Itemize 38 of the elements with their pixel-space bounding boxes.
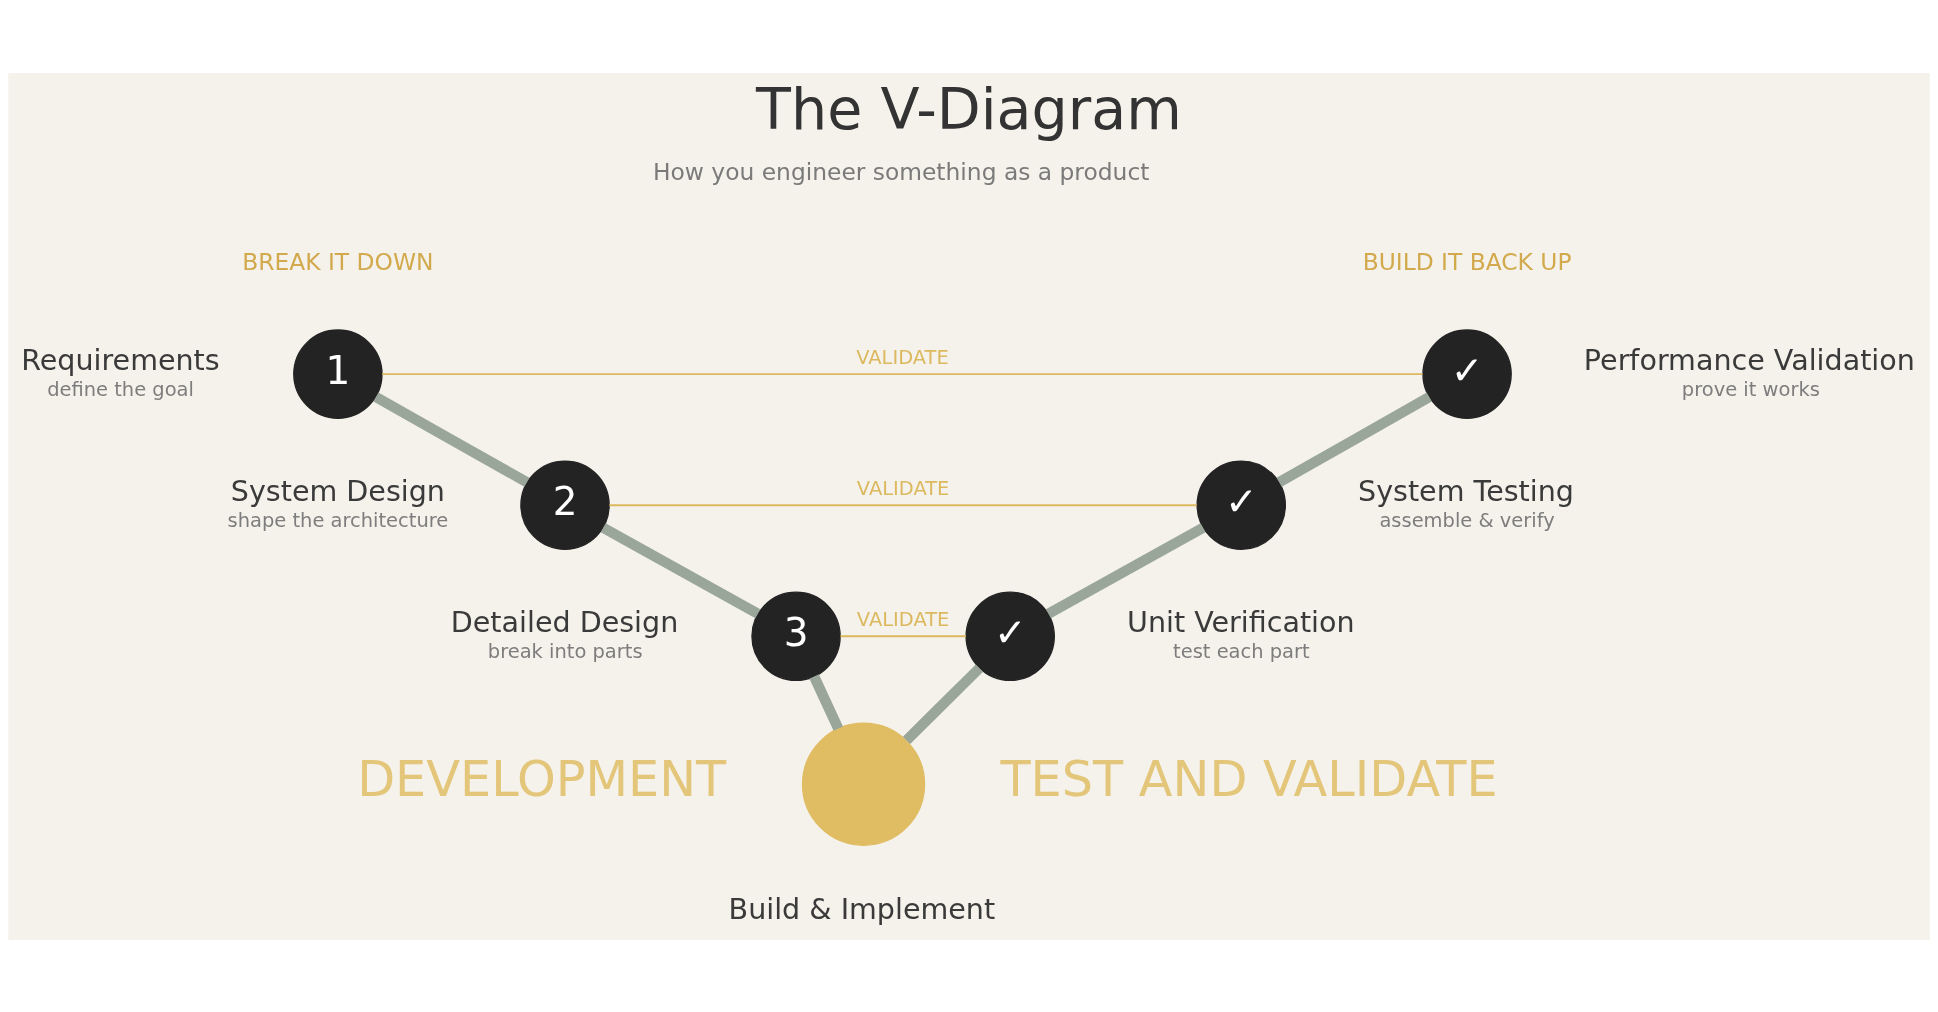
node-label: prove it works: [1681, 377, 1820, 401]
node-label: assemble & verify: [1379, 508, 1555, 532]
node-circle: ✓: [1422, 328, 1512, 419]
node-circle: [801, 722, 926, 846]
connector: [1045, 522, 1206, 618]
label: BUILD IT BACK UP: [1362, 247, 1572, 275]
diagram-title: The V-Diagram: [756, 75, 1182, 142]
edge-label: VALIDATE: [856, 476, 950, 500]
connector: [373, 391, 530, 487]
node-circle: ✓: [965, 591, 1055, 681]
node-label: Detailed Design: [450, 604, 679, 639]
connector: [600, 522, 761, 618]
connector: [1276, 391, 1432, 487]
label: TEST AND VALIDATE: [1000, 749, 1498, 808]
node-label: break into parts: [487, 639, 643, 663]
node-label: Build & Implement: [728, 891, 996, 926]
node-label: Requirements: [21, 342, 220, 377]
node-circle: 1: [293, 328, 383, 419]
edge-label: VALIDATE: [856, 607, 950, 631]
node-label: define the goal: [47, 377, 194, 401]
node-circle: 3: [751, 591, 841, 681]
node-label: System Design: [230, 473, 445, 508]
label: DEVELOPMENT: [357, 749, 727, 808]
node-circle: 2: [520, 459, 610, 550]
node-label: Unit Verification: [1127, 604, 1355, 639]
node-label: Performance Validation: [1583, 342, 1915, 377]
connector: [381, 372, 1424, 375]
node-label: System Testing: [1358, 473, 1574, 508]
connector: [839, 634, 967, 637]
connector: [608, 503, 1198, 506]
node-circle: ✓: [1196, 459, 1286, 550]
edge-label: VALIDATE: [856, 345, 949, 369]
node-label: test each part: [1173, 639, 1310, 663]
label: How you engineer something as a product: [652, 157, 1150, 186]
connector: [809, 673, 843, 731]
node-label: shape the architecture: [227, 508, 449, 532]
label: BREAK IT DOWN: [242, 247, 434, 275]
connector: [902, 663, 984, 744]
